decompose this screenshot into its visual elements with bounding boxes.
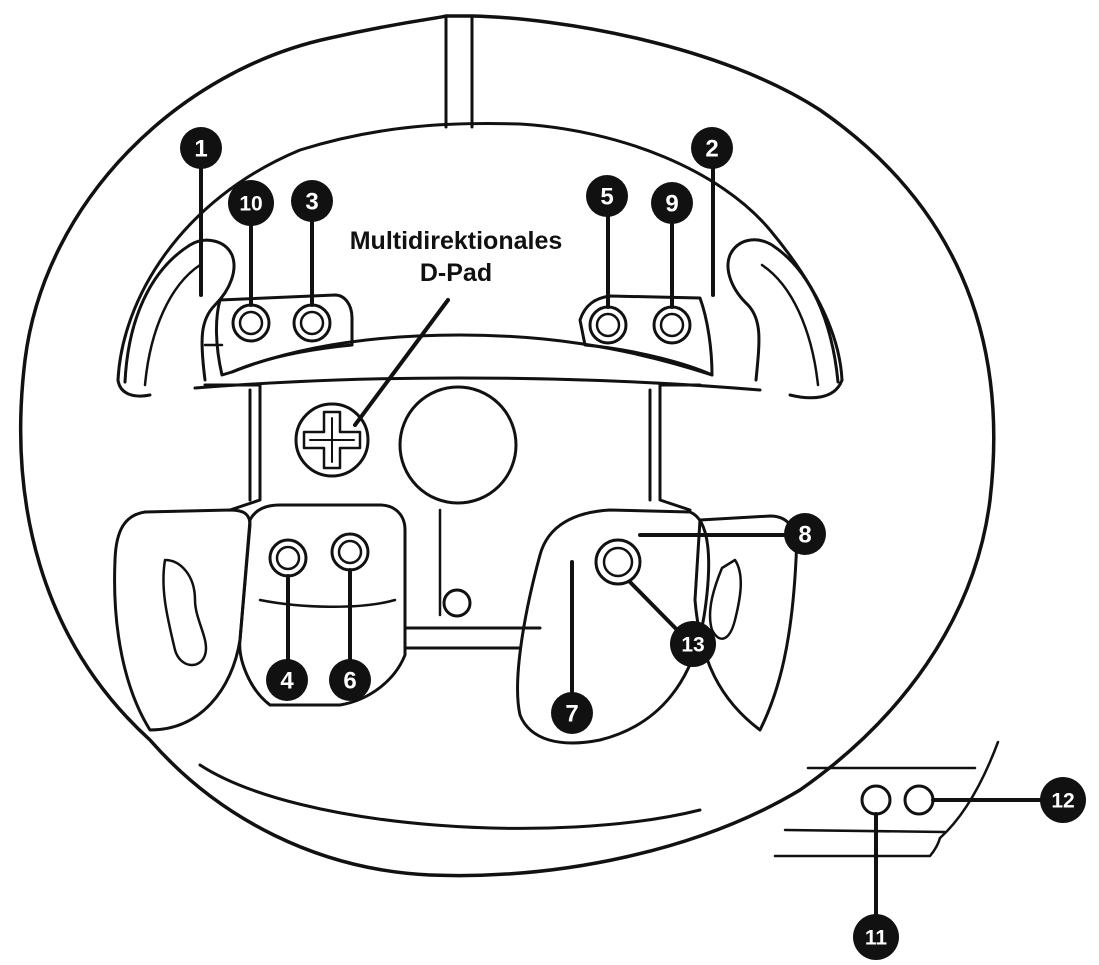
callout-badge-3: 3 <box>291 180 333 222</box>
callout-badge-7: 7 <box>551 692 593 734</box>
lower-right-paddle <box>516 508 711 745</box>
callout-badge-5: 5 <box>586 175 628 217</box>
rear-button-11 <box>860 784 892 816</box>
hub-screw-hole <box>442 588 472 618</box>
callout-badge-6: 6 <box>329 659 371 701</box>
svg-text:13: 13 <box>681 634 704 657</box>
svg-text:1: 1 <box>194 136 207 163</box>
svg-text:2: 2 <box>705 136 718 163</box>
hub-center-hole <box>398 385 518 505</box>
svg-text:3: 3 <box>305 189 318 216</box>
svg-text:5: 5 <box>600 184 613 211</box>
callout-badge-1: 1 <box>180 127 222 169</box>
button-3 <box>292 303 332 343</box>
callout-badge-4: 4 <box>266 659 308 701</box>
callout-badge-9: 9 <box>651 182 693 224</box>
lower-left-grip <box>113 508 252 732</box>
button-8 <box>594 538 642 586</box>
svg-text:11: 11 <box>865 927 888 950</box>
lower-left-button-housing <box>238 503 407 707</box>
hub-bottom-bar <box>403 508 542 650</box>
right-shift-paddle <box>726 238 840 387</box>
svg-text:10: 10 <box>239 193 262 216</box>
wheel-rim <box>19 14 996 878</box>
callout-badge-2: 2 <box>691 127 733 169</box>
dpad-label-line2: D-Pad <box>420 259 492 287</box>
dpad-icon <box>294 402 370 478</box>
button-9 <box>652 305 692 345</box>
button-4 <box>268 538 308 578</box>
rear-button-12 <box>903 784 935 816</box>
svg-text:8: 8 <box>798 522 811 549</box>
hub-plate <box>193 333 762 512</box>
upper-right-button-housing <box>578 294 714 377</box>
callout-badge-12: 12 <box>1040 777 1086 823</box>
upper-left-button-housing <box>203 293 354 377</box>
top-center-marker <box>444 14 474 129</box>
button-10 <box>231 303 271 343</box>
svg-text:7: 7 <box>565 701 578 728</box>
callout-badge-10: 10 <box>228 180 274 226</box>
svg-text:6: 6 <box>343 668 356 695</box>
callout-badge-11: 11 <box>853 914 899 960</box>
rear-detail-inset <box>773 740 1000 858</box>
left-shift-paddle <box>123 238 236 387</box>
callout-badge-8: 8 <box>784 513 826 555</box>
lower-right-grip <box>693 514 798 732</box>
svg-text:4: 4 <box>280 668 294 695</box>
button-6 <box>330 532 370 572</box>
svg-text:9: 9 <box>665 191 678 218</box>
callout-badge-13: 13 <box>670 621 716 667</box>
svg-text:12: 12 <box>1051 790 1074 813</box>
dpad-label-line1: Multidirektionales <box>350 227 563 255</box>
button-5 <box>588 305 628 345</box>
